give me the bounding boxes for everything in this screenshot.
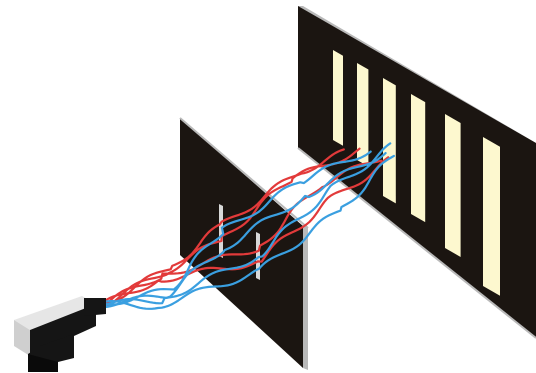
fringe-6 bbox=[483, 137, 500, 296]
fringe-1 bbox=[333, 50, 343, 146]
slit-barrier-edge bbox=[303, 226, 308, 370]
fringe-2 bbox=[357, 63, 368, 167]
light-source-nozzle bbox=[84, 298, 106, 316]
light-source-icon bbox=[14, 296, 106, 372]
fringe-3 bbox=[383, 78, 396, 203]
slit-barrier-face bbox=[180, 118, 303, 368]
fringe-4 bbox=[411, 94, 425, 222]
fringe-5 bbox=[445, 114, 461, 257]
